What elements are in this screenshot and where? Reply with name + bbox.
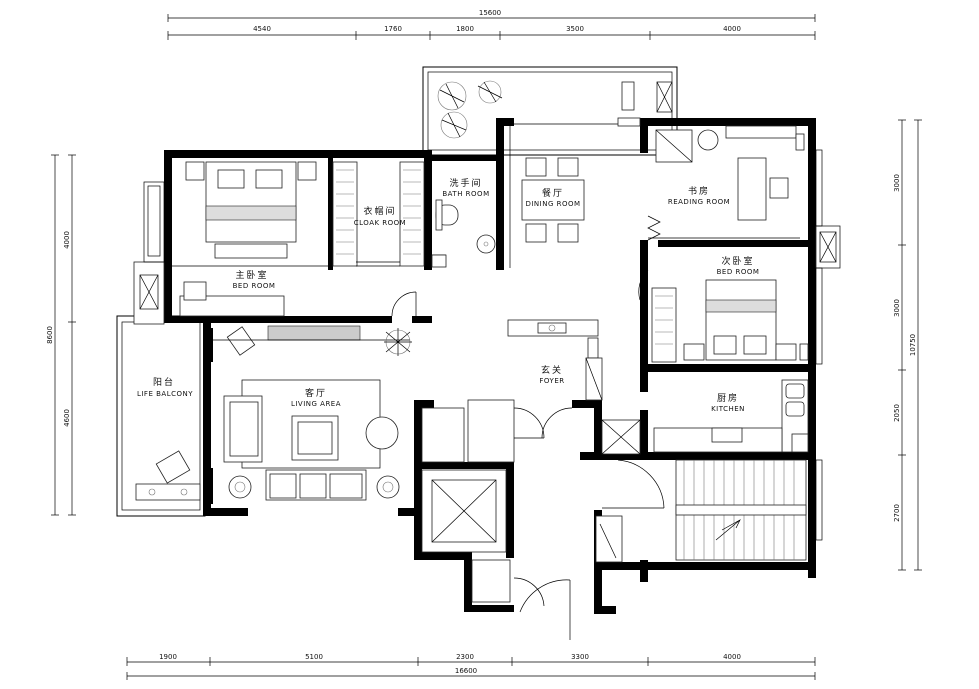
dim-right-total: 10750: [909, 334, 917, 356]
second-bedroom-label-en: BED ROOM: [717, 268, 760, 276]
dim-bottom-seg-2: 5100: [305, 653, 323, 661]
reading-room-furniture: [648, 125, 805, 239]
bath-room-label-cn: 洗手间: [449, 177, 482, 189]
dim-top-seg-5: 4000: [723, 25, 741, 33]
cloak-room-label-cn: 衣帽间: [363, 205, 396, 217]
dim-top-total: 15600: [479, 9, 501, 17]
life-balcony-label-cn: 阳台: [153, 376, 175, 388]
dim-top-seg-1: 4540: [253, 25, 271, 33]
room-labels: 主卧室 BED ROOM 衣帽间 CLOAK ROOM 洗手间 BATH ROO…: [137, 177, 759, 413]
second-bedroom-label-cn: 次卧室: [721, 255, 754, 267]
foyer-elements: [391, 269, 649, 401]
foyer-label-en: FOYER: [539, 377, 564, 385]
living-furniture: [211, 325, 412, 501]
dim-right-seg-3: 2050: [893, 404, 901, 422]
cloak-room-label-en: CLOAK ROOM: [354, 219, 406, 227]
dim-left-seg-2: 4600: [63, 409, 71, 427]
bottom-dimensions: 1900 5100 2300 3300 4000 16600: [126, 653, 816, 680]
dim-bottom-total: 16600: [455, 667, 477, 675]
living-area-label-cn: 客厅: [305, 387, 327, 399]
dim-bottom-seg-4: 3300: [571, 653, 589, 661]
reading-room-label-en: READING ROOM: [668, 198, 730, 206]
reading-room-label-cn: 书房: [688, 185, 710, 197]
cloak-room-furniture: [332, 161, 425, 267]
dim-bottom-seg-5: 4000: [723, 653, 741, 661]
master-bedroom-label-en: BED ROOM: [233, 282, 276, 290]
life-balcony-label-en: LIFE BALCONY: [137, 390, 193, 398]
plant-icon: [437, 80, 503, 139]
dining-room-label-cn: 餐厅: [542, 187, 564, 199]
potted-plant-icon: [384, 328, 412, 356]
dining-room-label-en: DINING ROOM: [525, 200, 580, 208]
kitchen-label-en: KITCHEN: [711, 405, 745, 413]
bath-room-furniture: [431, 199, 496, 268]
bath-room-label-en: BATH ROOM: [442, 190, 489, 198]
master-bedroom-label-cn: 主卧室: [235, 269, 268, 281]
dim-left-seg-1: 4000: [63, 231, 71, 249]
dim-right-seg-4: 2700: [893, 504, 901, 522]
dim-top-seg-4: 3500: [566, 25, 584, 33]
walls: [164, 118, 816, 614]
terrace: [422, 66, 678, 156]
left-dimensions: 8600 4000 4600: [46, 154, 76, 516]
core-circulation: [421, 399, 807, 640]
living-area-label-en: LIVING AREA: [291, 400, 341, 408]
right-window-boxes: [815, 149, 841, 541]
dim-top-seg-2: 1760: [384, 25, 402, 33]
dim-bottom-seg-1: 1900: [159, 653, 177, 661]
second-bedroom-furniture: [651, 279, 809, 363]
kitchen-label-cn: 厨房: [717, 392, 739, 404]
right-dimensions: 3000 3000 2050 2700 10750: [893, 119, 922, 571]
master-bedroom-furniture: [172, 161, 328, 317]
dining-furniture: [504, 117, 661, 268]
foyer-label-cn: 玄关: [541, 364, 563, 376]
dim-right-seg-1: 3000: [893, 174, 901, 192]
dim-left-total: 8600: [46, 326, 54, 344]
top-dimensions: 15600 4540 1760 1800 3500 4000: [167, 9, 816, 40]
dim-top-seg-3: 1800: [456, 25, 474, 33]
kitchen-furniture: [653, 379, 809, 453]
life-balcony-outline: [116, 181, 213, 517]
dim-bottom-seg-3: 2300: [456, 653, 474, 661]
dim-right-seg-2: 3000: [893, 299, 901, 317]
